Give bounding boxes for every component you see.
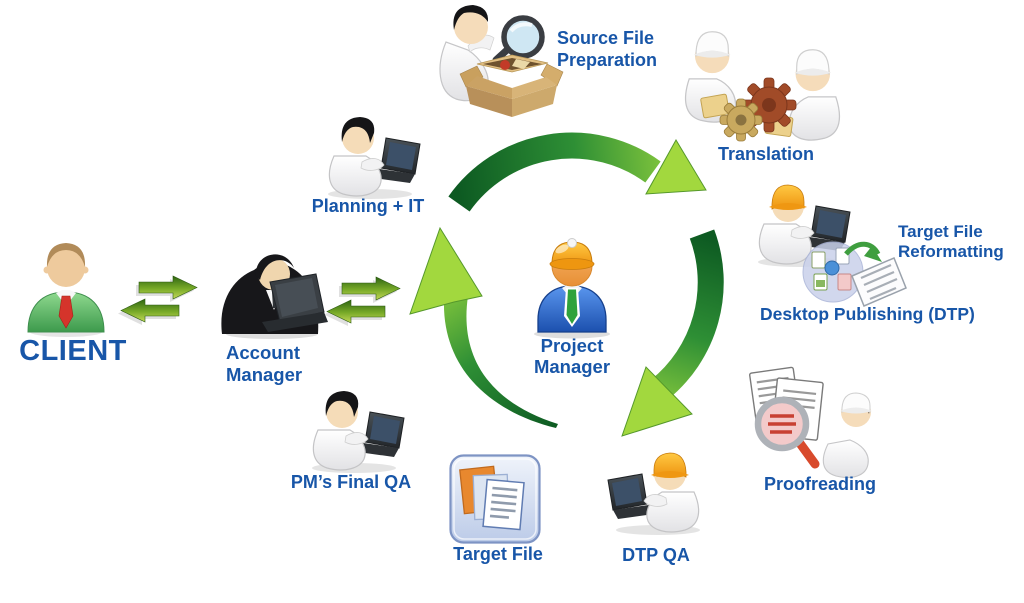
- exchange-arrow-right-icon: [138, 275, 198, 300]
- label-client: CLIENT: [19, 335, 127, 367]
- label-dtp-qa: DTP QA: [622, 545, 690, 565]
- exchange-arrow-right-icon: [341, 276, 401, 301]
- client-person-icon: [27, 243, 105, 337]
- label-proofreading: Proofreading: [763, 474, 876, 494]
- cycle-arrows-icon: [409, 132, 724, 437]
- worker-laptop-icon: [327, 116, 421, 200]
- label-source-file-preparation: Source File Preparation: [557, 28, 658, 70]
- label-planning-it: Planning + IT: [311, 196, 425, 216]
- target-file-icon: [449, 454, 541, 544]
- hardhat-worker-icon: [607, 452, 701, 536]
- gear-icon: [719, 98, 763, 142]
- cycle-arrow-left-head: [409, 226, 483, 315]
- exchange-arrows-client-am: [118, 275, 198, 325]
- document-icon: [851, 257, 907, 307]
- label-target-file-reformatting: Target File Reformatting: [898, 222, 1004, 261]
- label-project-manager: Project Manager: [533, 335, 611, 377]
- label-pms-final-qa: PM’s Final QA: [290, 472, 412, 492]
- proofreading-magnifier-icon: [749, 366, 872, 479]
- dtp-workstation-icon: [757, 184, 907, 307]
- cycle-arrow-right: [650, 229, 724, 401]
- exchange-arrow-left-icon: [120, 298, 180, 323]
- cycle-arrow-top-head: [645, 139, 707, 195]
- account-manager-icon: [221, 254, 328, 339]
- cycle-arrow-left: [443, 296, 558, 428]
- translation-team-icon: [684, 31, 841, 142]
- project-manager-icon: [534, 238, 610, 339]
- label-account-manager: Account Manager: [226, 342, 303, 385]
- label-translation: Translation: [717, 144, 815, 164]
- worker-laptop-icon: [311, 390, 405, 474]
- exchange-arrow-left-icon: [326, 299, 386, 324]
- magnifier-icon: [492, 15, 545, 64]
- cardboard-box-icon: [459, 54, 564, 117]
- client-tie: [58, 295, 74, 329]
- label-desktop-publishing: Desktop Publishing (DTP): [760, 304, 975, 324]
- label-target-file: Target File: [453, 544, 543, 564]
- cycle-arrow-top: [448, 132, 661, 212]
- exchange-arrows-am-cycle: [324, 276, 401, 326]
- cycle-arrow-right-head: [621, 366, 693, 437]
- magnifier-box-icon: [439, 5, 564, 117]
- pm-tie: [566, 289, 578, 324]
